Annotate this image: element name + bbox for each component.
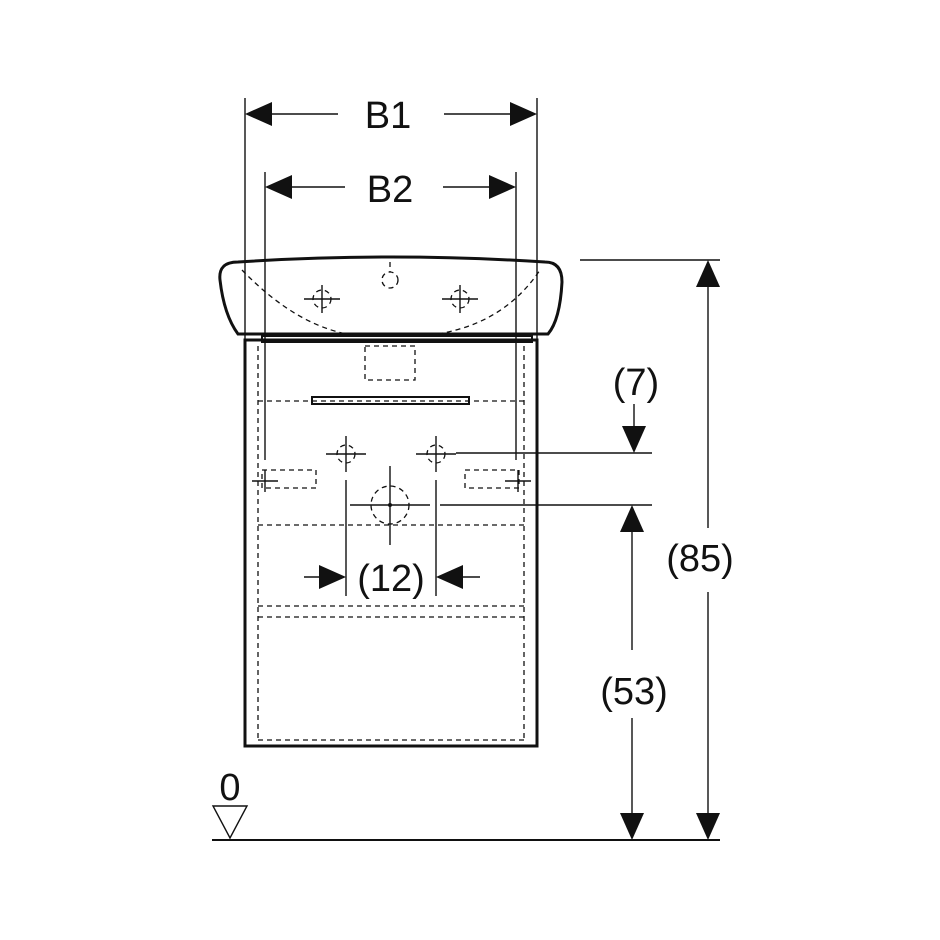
dimension-b1: B1 [244, 95, 538, 340]
drawer-handle [311, 396, 470, 405]
dimension-85: (85) [580, 259, 734, 840]
cabinet-body [243, 338, 539, 748]
b1-label: B1 [365, 95, 411, 137]
siphon-recess [364, 345, 416, 381]
mounting-bracket-left [261, 469, 317, 489]
washbasin [218, 255, 564, 343]
dim-53-label: (53) [600, 671, 668, 713]
dimension-12: (12) [304, 480, 480, 600]
dim-85-label: (85) [666, 538, 734, 580]
overflow-hole-icon [381, 271, 399, 289]
level-marker-icon [211, 805, 249, 840]
dimension-b2: B2 [264, 169, 517, 460]
supply-connection-left-icon [326, 436, 366, 472]
b2-label: B2 [367, 169, 413, 211]
waste-outlet-icon [350, 466, 430, 545]
mounting-bracket-right [464, 469, 520, 489]
floor-level-label: 0 [219, 767, 240, 809]
tap-hole-right-icon [442, 285, 478, 313]
tap-hole-left-icon [304, 285, 340, 313]
supply-connection-right-icon [416, 436, 456, 472]
dimension-53: (53) [440, 504, 668, 840]
dim-7-label: (7) [613, 362, 659, 404]
vanity-cabinet [243, 338, 539, 748]
floor-level: 0 [211, 767, 720, 841]
dim-12-label: (12) [357, 558, 425, 600]
dimension-7: (7) [456, 362, 659, 454]
